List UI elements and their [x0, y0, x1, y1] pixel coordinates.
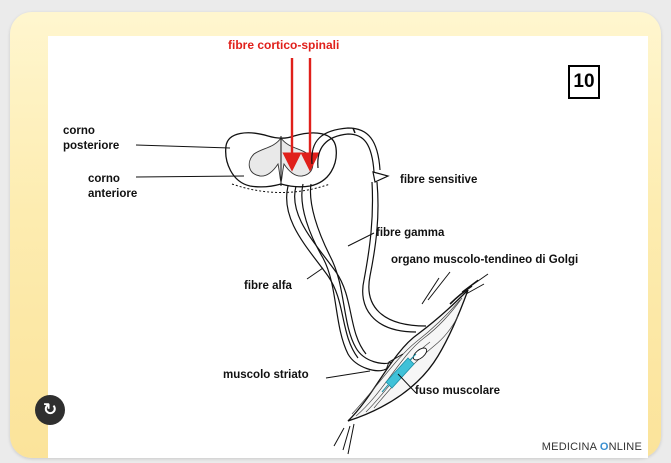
diagram-slide: fibre cortico-spinali corno posteriore c…	[48, 36, 648, 458]
label-corno-anteriore-2: anteriore	[88, 188, 137, 200]
label-golgi: organo muscolo-tendineo di Golgi	[391, 254, 578, 266]
spinal-cord-section	[226, 133, 337, 193]
watermark: MEDICINA ONLINE	[542, 441, 642, 453]
label-muscolo-striato: muscolo striato	[223, 369, 309, 381]
label-corno-anteriore-1: corno	[88, 173, 120, 185]
share-icon[interactable]: ↻	[35, 395, 65, 425]
label-corno-posteriore-1: corno	[63, 125, 95, 137]
spinal-reflex-diagram: fibre cortico-spinali corno posteriore c…	[48, 36, 648, 458]
label-cortico-spinali: fibre cortico-spinali	[228, 38, 339, 52]
label-corno-posteriore-2: posteriore	[63, 140, 119, 152]
slide-number: 10	[568, 65, 600, 99]
label-fuso-muscolare: fuso muscolare	[415, 385, 500, 397]
label-fibre-gamma: fibre gamma	[376, 227, 445, 239]
label-fibre-sensitive: fibre sensitive	[400, 174, 477, 186]
label-fibre-alfa: fibre alfa	[244, 280, 293, 292]
gamma-fiber	[295, 186, 366, 354]
sensory-ganglion	[373, 172, 388, 182]
watermark-o-mark: O	[600, 441, 609, 453]
alpha-fiber	[302, 184, 386, 371]
